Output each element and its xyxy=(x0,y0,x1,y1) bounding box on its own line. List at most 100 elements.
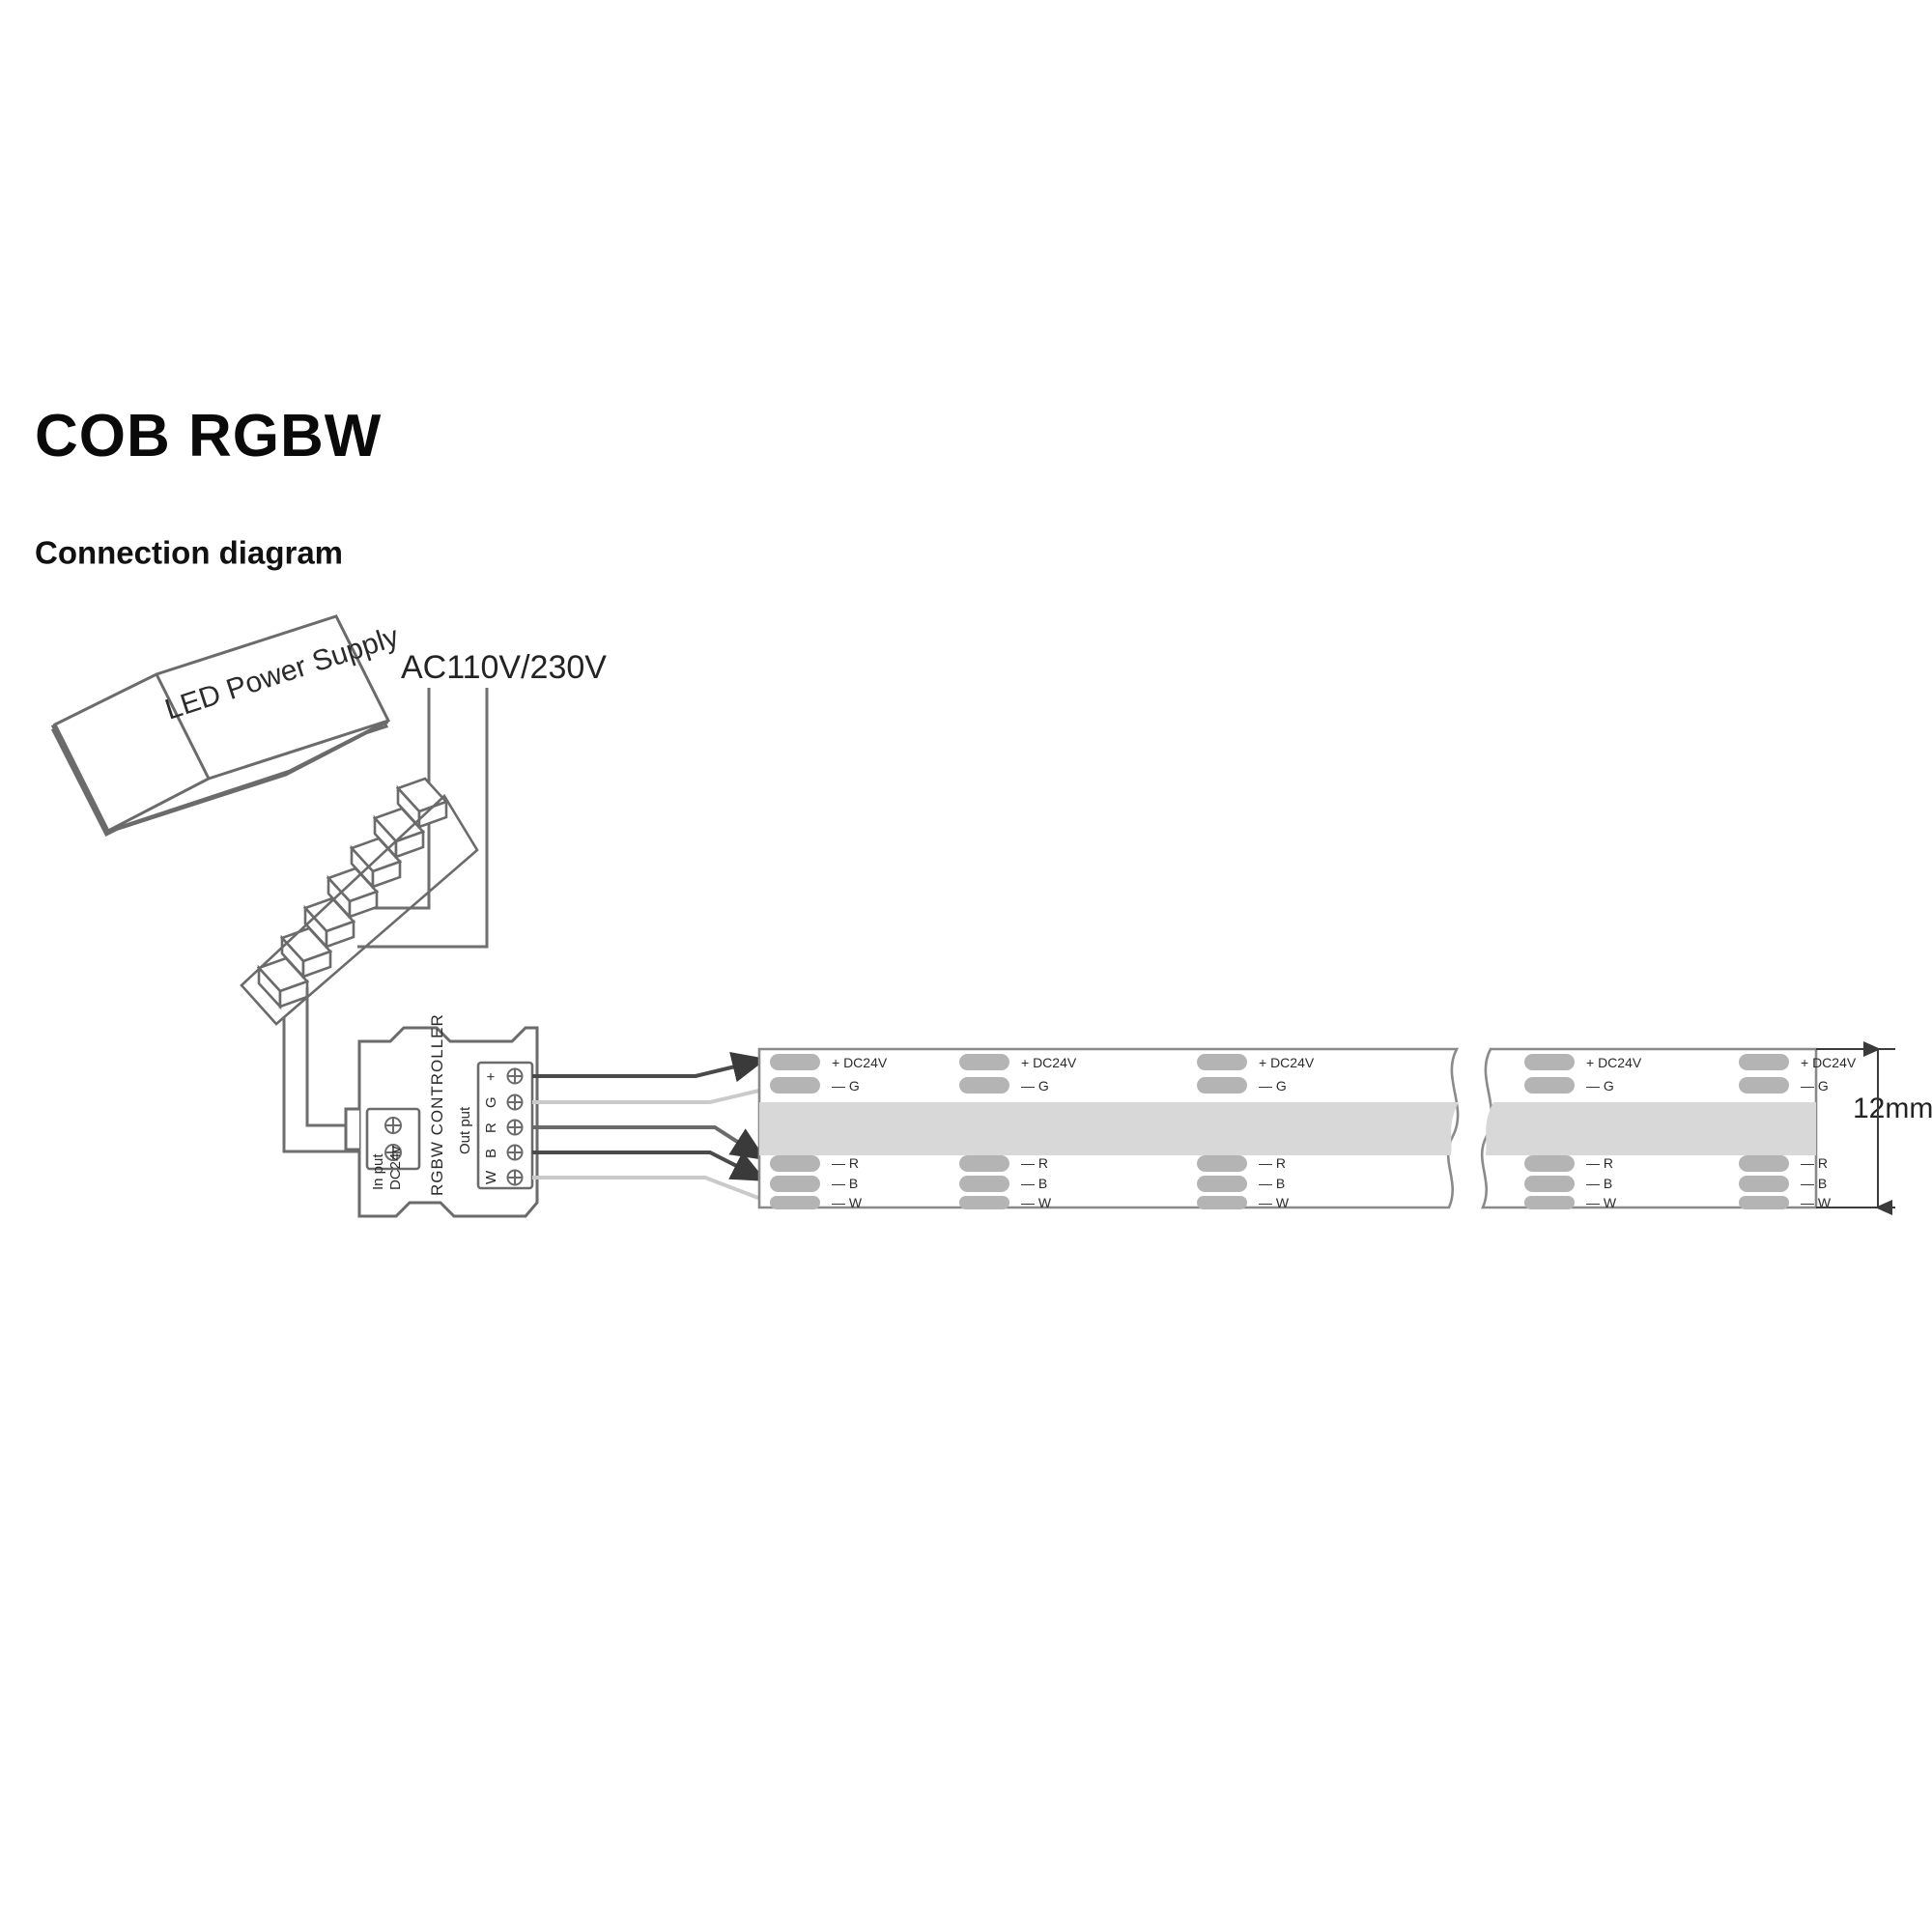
input-screw-1 xyxy=(384,1117,402,1134)
pad-label-g: — G xyxy=(1586,1078,1614,1094)
pad-label-b: — B xyxy=(1021,1176,1047,1191)
pad-label-g: — G xyxy=(1801,1078,1829,1094)
controller-body-label: RGBW CONTROLLER xyxy=(428,1013,446,1196)
output-screw-g xyxy=(506,1094,524,1111)
strip-pad-group: + DC24V — G — R — B — W xyxy=(1197,1054,1315,1210)
pad-label-w: — W xyxy=(1021,1195,1052,1210)
ac-input-label: AC110V/230V xyxy=(401,649,607,686)
input-screw-2 xyxy=(384,1144,402,1161)
pad-g xyxy=(1197,1077,1247,1094)
output-wire-plus xyxy=(532,1052,767,1083)
rgbw-controller: In put DC24v RGBW CONTROLLER Out put xyxy=(344,1013,539,1218)
pad-g xyxy=(959,1077,1009,1094)
pad-label-b: — B xyxy=(1259,1176,1285,1191)
pad-r xyxy=(1524,1155,1575,1172)
pad-label-w: — W xyxy=(832,1195,863,1210)
led-power-supply: LED Power Supply xyxy=(50,614,403,838)
psu-terminal-block xyxy=(240,777,479,1026)
strip-width-dimension xyxy=(1816,1041,1895,1215)
pad-label-b: — B xyxy=(1586,1176,1612,1191)
output-wire-b xyxy=(532,1151,767,1181)
output-terminal-label-plus: + xyxy=(483,1072,499,1081)
output-terminal-label-g: G xyxy=(483,1096,499,1108)
psu-terminal-4 xyxy=(326,867,380,921)
pad-label-g: — G xyxy=(832,1078,860,1094)
pad-r xyxy=(1739,1155,1789,1172)
pad-plus xyxy=(1739,1054,1789,1070)
pad-label-g: — G xyxy=(1021,1078,1049,1094)
pad-label-plus: + DC24V xyxy=(1259,1055,1315,1070)
pad-plus xyxy=(1524,1054,1575,1070)
ac-wire-1 xyxy=(367,688,431,910)
output-terminal-label-r: R xyxy=(483,1122,499,1133)
controller-input-block xyxy=(365,1107,421,1171)
controller-input-label-1: In put xyxy=(370,1153,386,1190)
controller-left-notch xyxy=(344,1041,361,1216)
pad-plus xyxy=(959,1054,1009,1070)
psu-terminal-3 xyxy=(302,896,356,951)
pad-b xyxy=(1739,1176,1789,1192)
psu-prism xyxy=(52,614,391,833)
led-strip-left-segment: + DC24V — G — R — B — W + DC24V — G — R … xyxy=(757,1047,1460,1210)
pad-label-plus: + DC24V xyxy=(1586,1055,1642,1070)
pad-label-r: — R xyxy=(1259,1155,1286,1171)
pad-r xyxy=(959,1155,1009,1172)
pad-b xyxy=(959,1176,1009,1192)
psu-terminal-7 xyxy=(395,777,449,831)
pad-label-r: — R xyxy=(832,1155,859,1171)
output-terminal-label-b: B xyxy=(483,1149,499,1158)
page-title: COB RGBW xyxy=(35,403,383,469)
output-screw-plus xyxy=(506,1067,524,1085)
controller-output-label: Out put xyxy=(457,1106,473,1154)
pad-w xyxy=(1197,1196,1247,1209)
pad-g xyxy=(1524,1077,1575,1094)
psu-terminal-items xyxy=(256,777,449,1010)
psu-terminal-rail xyxy=(240,793,479,1026)
controller-output-wires xyxy=(532,1052,767,1202)
pad-label-g: — G xyxy=(1259,1078,1287,1094)
ac-mains-wires xyxy=(357,688,489,949)
pad-label-r: — R xyxy=(1586,1155,1613,1171)
pad-label-b: — B xyxy=(1801,1176,1827,1191)
pad-r xyxy=(1197,1155,1247,1172)
strip-pad-group: + DC24V — G — R — B — W xyxy=(1739,1054,1857,1210)
pad-label-b: — B xyxy=(832,1176,858,1191)
pad-g xyxy=(1739,1077,1789,1094)
pad-plus xyxy=(770,1054,820,1070)
output-wire-g xyxy=(532,1088,764,1104)
pad-label-w: — W xyxy=(1259,1195,1290,1210)
controller-input-screws xyxy=(384,1117,402,1161)
pad-label-plus: + DC24V xyxy=(832,1055,888,1070)
pad-w xyxy=(1739,1196,1789,1209)
psu-terminal-1 xyxy=(256,956,310,1010)
pad-b xyxy=(1197,1176,1247,1192)
pad-label-w: — W xyxy=(1586,1195,1617,1210)
pad-r xyxy=(770,1155,820,1172)
pad-b xyxy=(1524,1176,1575,1192)
led-strip-right-segment: + DC24V — G — R — B — W + DC24V — G — R … xyxy=(1480,1047,1857,1210)
pad-w xyxy=(1524,1196,1575,1209)
pad-label-plus: + DC24V xyxy=(1801,1055,1857,1070)
pad-plus xyxy=(1197,1054,1247,1070)
dc-wire-negative xyxy=(282,1016,369,1153)
output-screw-b xyxy=(506,1144,524,1161)
pad-label-plus: + DC24V xyxy=(1021,1055,1077,1070)
output-terminal-label-w: W xyxy=(483,1170,499,1184)
page-subtitle: Connection diagram xyxy=(35,534,344,571)
strip-pad-group: + DC24V — G — R — B — W xyxy=(1524,1054,1642,1210)
output-screw-r xyxy=(506,1119,524,1136)
strip-pad-group: + DC24V — G — R — B — W xyxy=(959,1054,1077,1210)
output-wire-w xyxy=(532,1176,764,1202)
strip-left-cob-band xyxy=(759,1102,1459,1155)
strip-pad-group: + DC24V — G — R — B — W xyxy=(770,1054,888,1210)
output-screw-w xyxy=(506,1169,524,1186)
controller-output-screws xyxy=(506,1067,524,1186)
pad-label-r: — R xyxy=(1021,1155,1048,1171)
pad-b xyxy=(770,1176,820,1192)
pad-g xyxy=(770,1077,820,1094)
pad-w xyxy=(770,1196,820,1209)
ac-wire-2 xyxy=(357,688,489,949)
output-wire-r xyxy=(532,1125,767,1161)
